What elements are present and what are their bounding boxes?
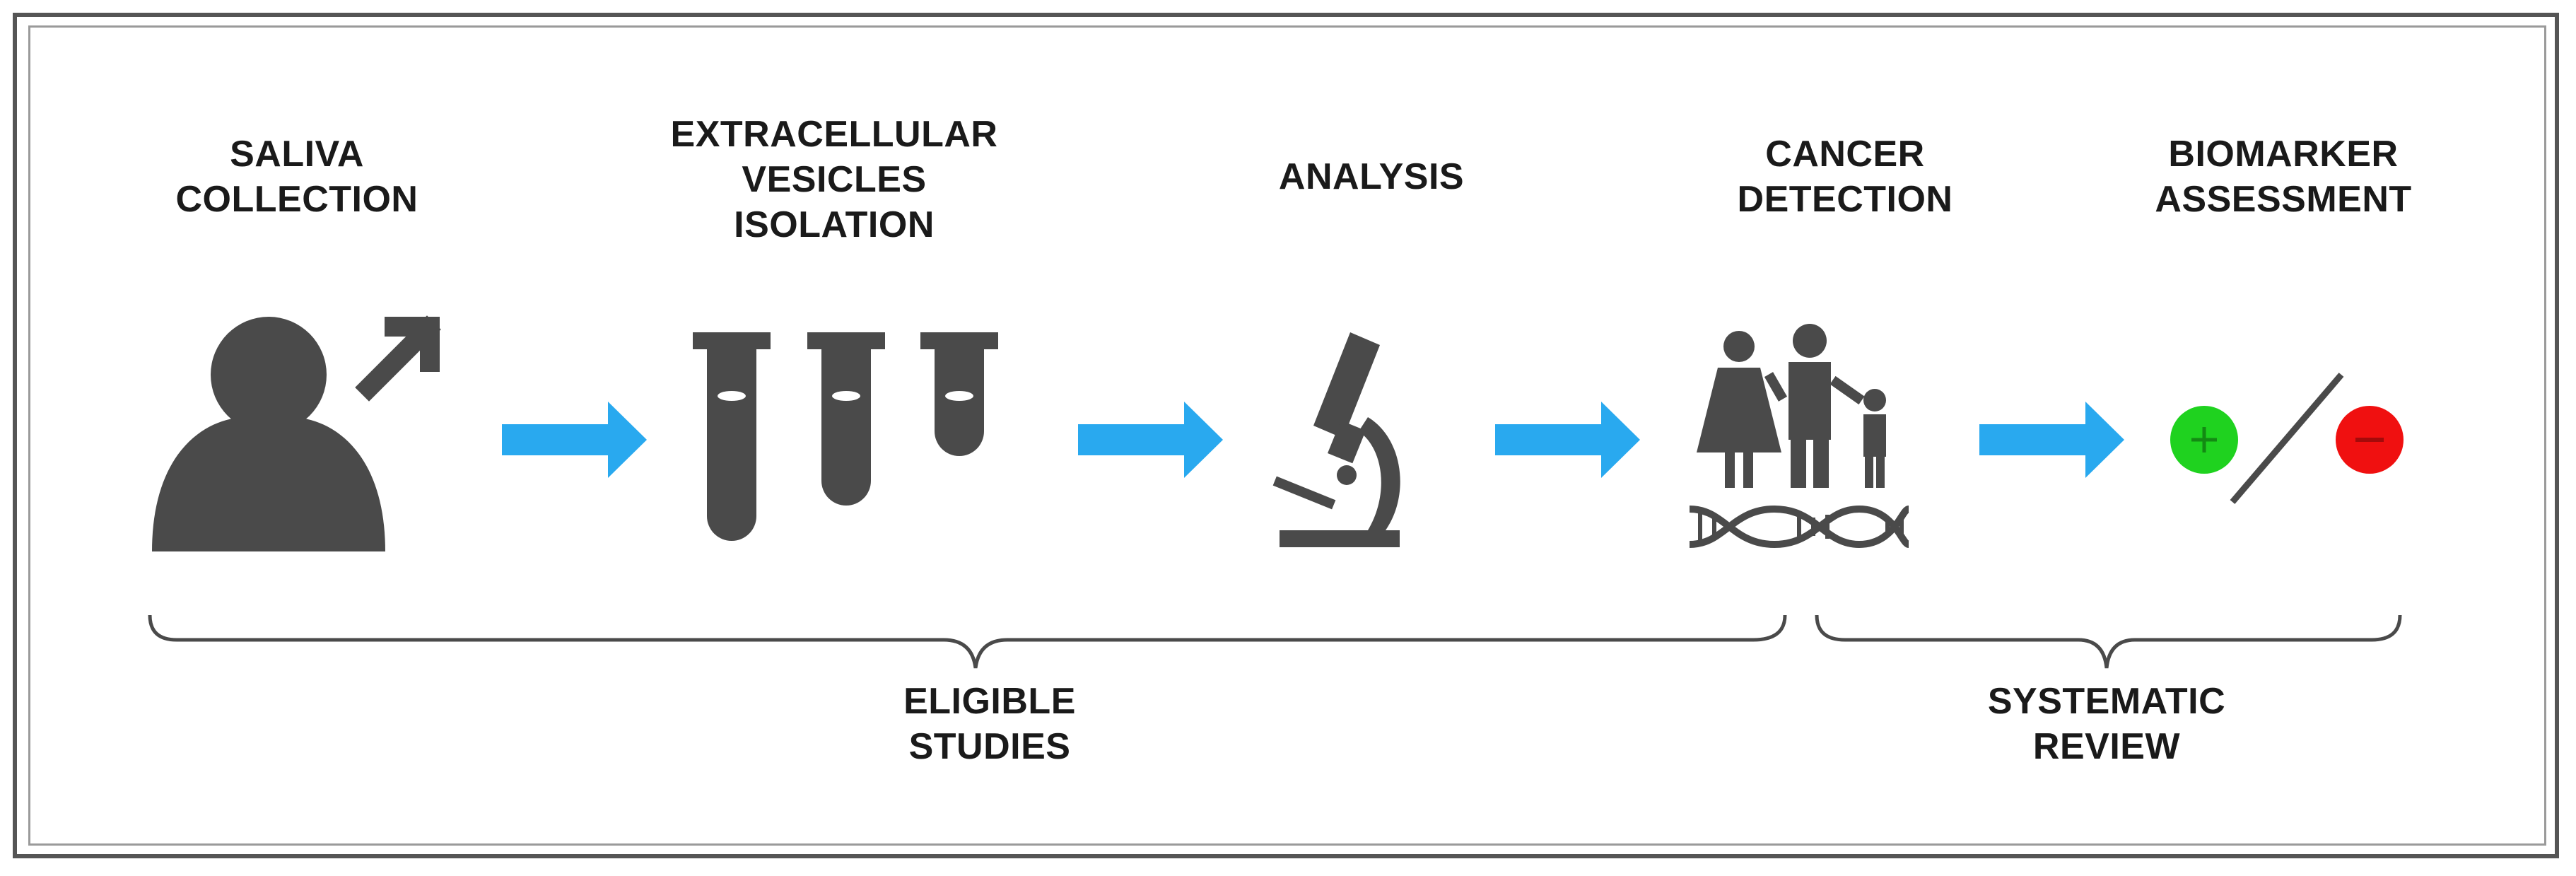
group-label-eligible-studies: ELIGIBLE STUDIES [848,679,1131,769]
arrow-icon [1979,402,2124,478]
group-label-line: SYSTEMATIC [1987,681,2226,722]
step-label-line: ISOLATION [734,204,935,245]
step-label-line: BIOMARKER [2168,134,2399,175]
step-label-line: COLLECTION [175,179,418,220]
positive-negative-icon [2170,373,2404,504]
family-dna-icon [1689,324,1910,549]
step-label-line: ASSESSMENT [2155,179,2412,220]
step-label-line: DETECTION [1737,179,1953,220]
step-label-cancer-detection: CANCER DETECTION [1690,132,2001,222]
group-label-line: REVIEW [2032,726,2181,767]
systematic-review-brace [1815,614,2402,669]
step-label-biomarker-assessment: BIOMARKER ASSESSMENT [2121,132,2446,222]
group-label-line: ELIGIBLE [903,681,1076,722]
arrow-icon [502,402,647,478]
step-label-line: CANCER [1765,134,1925,175]
step-label-line: SALIVA [230,134,364,175]
step-label-line: ANALYSIS [1278,156,1465,197]
arrow-icon [1078,402,1223,478]
arrow-icon [1495,402,1640,478]
person-icon [152,315,441,551]
step-label-line: EXTRACELLULAR [670,114,998,155]
step-label-ev-isolation: EXTRACELLULAR VESICLES ISOLATION [650,112,1018,247]
eligible-studies-brace [148,614,1787,669]
step-label-saliva-collection: SALIVA COLLECTION [141,132,452,222]
outer-frame [13,13,2559,858]
slash-divider [2230,373,2344,504]
step-label-line: VESICLES [742,159,927,200]
group-label-systematic-review: SYSTEMATIC REVIEW [1965,679,2248,769]
microscope-icon [1272,332,1400,547]
test-tubes-icon [693,332,998,541]
inner-frame [28,25,2546,846]
group-label-line: STUDIES [908,726,1071,767]
step-label-analysis: ANALYSIS [1223,154,1520,199]
